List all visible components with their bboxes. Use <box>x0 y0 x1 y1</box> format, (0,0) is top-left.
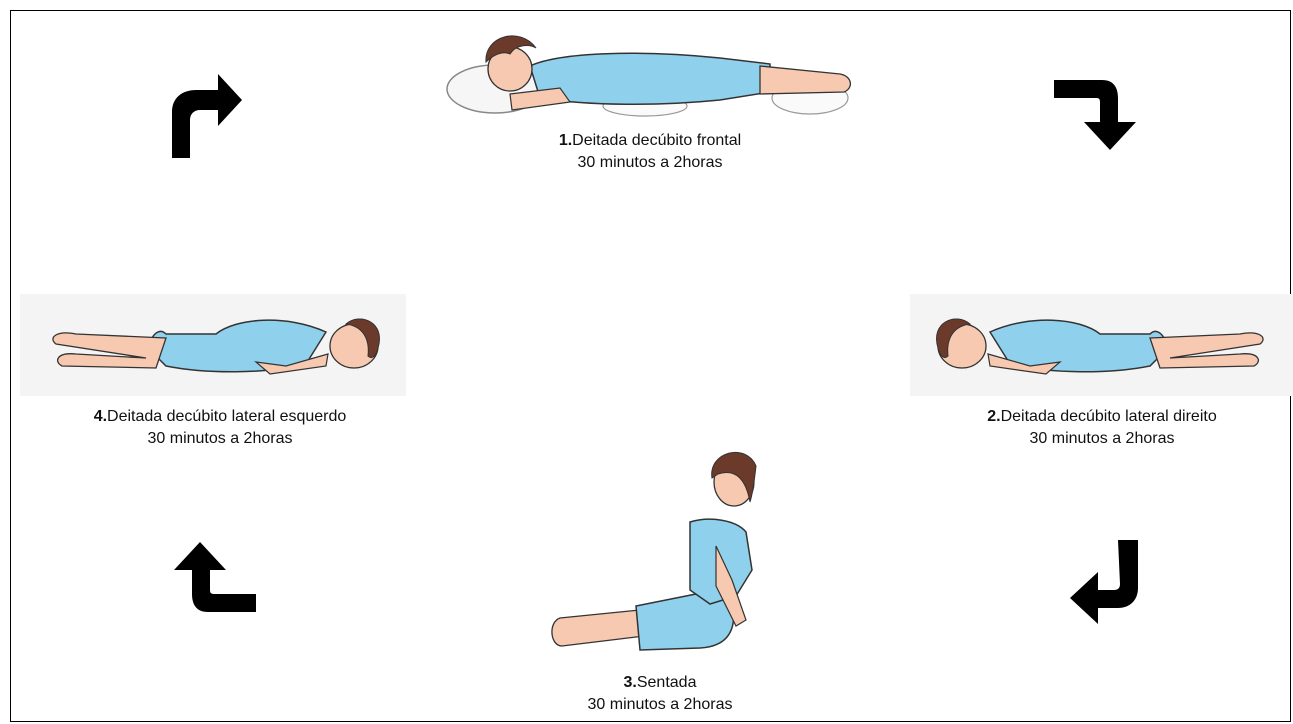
illustration-left-lateral <box>20 294 406 396</box>
step-4-caption: 4.Deitada decúbito lateral esquerdo 30 m… <box>40 406 400 450</box>
arrow-bottom-left-icon <box>170 540 258 614</box>
step-1-duration: 30 minutos a 2horas <box>500 152 800 174</box>
step-2-duration: 30 minutos a 2horas <box>940 428 1264 450</box>
step-3-duration: 30 minutos a 2horas <box>510 694 810 716</box>
arrow-top-right-icon <box>1054 78 1140 152</box>
arrow-top-left-icon <box>168 70 246 160</box>
step-1-number: 1. <box>559 132 572 149</box>
illustration-right-lateral <box>910 294 1293 396</box>
step-4-duration: 30 minutos a 2horas <box>40 428 400 450</box>
step-2-caption: 2.Deitada decúbito lateral direito 30 mi… <box>940 406 1264 450</box>
step-4-title: Deitada decúbito lateral esquerdo <box>107 408 346 425</box>
step-2-number: 2. <box>987 408 1000 425</box>
step-3-caption: 3.Sentada 30 minutos a 2horas <box>510 672 810 716</box>
illustration-prone <box>440 14 860 118</box>
step-1-caption: 1.Deitada decúbito frontal 30 minutos a … <box>500 130 800 174</box>
arrow-bottom-right-icon <box>1066 538 1140 626</box>
step-1-title: Deitada decúbito frontal <box>572 132 741 149</box>
step-2-title: Deitada decúbito lateral direito <box>1001 408 1217 425</box>
illustration-seated <box>540 440 780 666</box>
step-3-title: Sentada <box>637 674 697 691</box>
step-3-number: 3. <box>624 674 637 691</box>
step-4-number: 4. <box>94 408 107 425</box>
